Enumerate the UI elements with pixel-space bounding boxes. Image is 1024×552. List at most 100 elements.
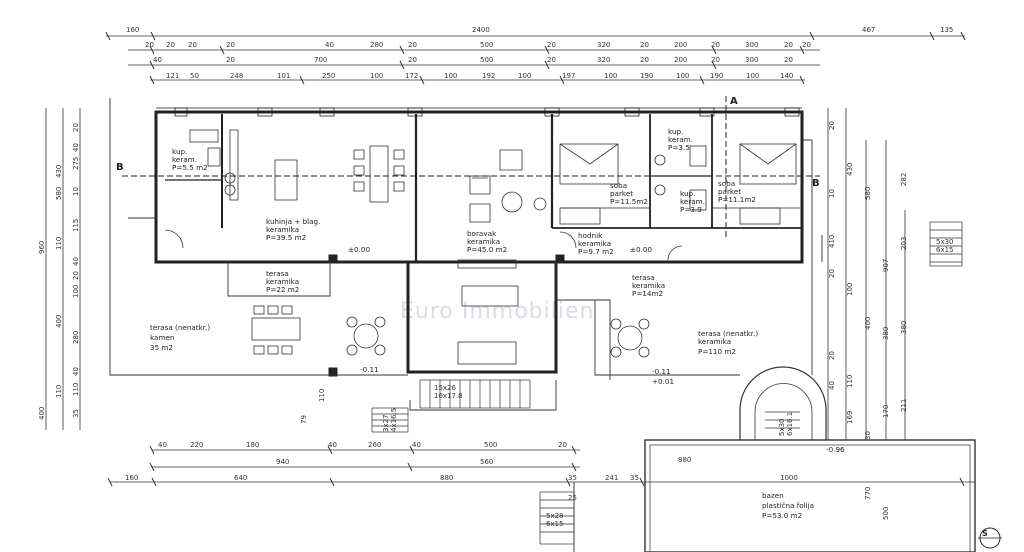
svg-text:20: 20 <box>226 56 235 64</box>
svg-text:30: 30 <box>864 431 872 440</box>
svg-text:320: 320 <box>597 56 610 64</box>
svg-text:35 m2: 35 m2 <box>150 343 173 352</box>
svg-text:terasa (nenatkr.): terasa (nenatkr.) <box>150 323 210 332</box>
room-label-terrace-4: terasa (nenatkr.) keramika P=110 m2 <box>698 329 758 356</box>
svg-text:560: 560 <box>480 458 493 466</box>
svg-text:40: 40 <box>828 381 836 390</box>
svg-text:20: 20 <box>802 41 811 49</box>
level-markers: ±0.00 ±0.00 -0.11 -0.11 +0.01 -0.96 <box>348 245 845 454</box>
svg-text:160: 160 <box>125 474 138 482</box>
svg-text:500: 500 <box>882 507 890 520</box>
svg-text:40: 40 <box>153 56 162 64</box>
svg-text:960: 960 <box>38 241 46 254</box>
bottom-dimension-labels: 40 220 180 40 260 40 500 20 940 560 160 … <box>125 389 798 502</box>
svg-text:B: B <box>812 178 820 189</box>
svg-text:P=3.9: P=3.9 <box>680 205 702 214</box>
svg-text:P=11.1m2: P=11.1m2 <box>718 195 756 204</box>
svg-text:100: 100 <box>746 72 759 80</box>
svg-text:P=53.0 m2: P=53.0 m2 <box>762 511 802 520</box>
svg-text:keram.: keram. <box>668 135 693 144</box>
room-label-kitchen: kuhinja + blag. keramika P=39.5 m2 <box>266 217 320 242</box>
svg-text:P=45.0 m2: P=45.0 m2 <box>467 245 507 254</box>
svg-text:380: 380 <box>900 321 908 334</box>
svg-text:kup.: kup. <box>668 127 683 136</box>
svg-text:P=5.5 m2: P=5.5 m2 <box>172 163 208 172</box>
svg-text:190: 190 <box>710 72 723 80</box>
svg-text:135: 135 <box>940 26 953 34</box>
svg-text:200: 200 <box>674 56 687 64</box>
svg-text:248: 248 <box>230 72 243 80</box>
svg-text:500: 500 <box>484 441 497 449</box>
svg-text:430: 430 <box>55 165 63 178</box>
svg-text:20: 20 <box>828 351 836 360</box>
svg-text:20: 20 <box>828 121 836 130</box>
room-label-hallway: hodnik keramika P=9.7 m2 <box>578 231 614 256</box>
svg-text:100: 100 <box>444 72 457 80</box>
svg-text:20: 20 <box>711 41 720 49</box>
svg-text:terasa: terasa <box>632 273 655 282</box>
svg-text:6x15: 6x15 <box>936 246 954 254</box>
svg-text:5x30: 5x30 <box>936 238 954 246</box>
svg-text:keramika: keramika <box>266 277 299 286</box>
section-marks: B B A <box>116 96 820 189</box>
svg-text:100: 100 <box>518 72 531 80</box>
svg-text:880: 880 <box>678 456 691 464</box>
svg-text:280: 280 <box>72 331 80 344</box>
svg-text:20: 20 <box>784 56 793 64</box>
svg-text:110: 110 <box>55 385 63 398</box>
svg-text:hodnik: hodnik <box>578 231 603 240</box>
svg-text:40: 40 <box>72 367 80 376</box>
terrace-outlines <box>109 98 976 552</box>
svg-text:B: B <box>116 162 124 173</box>
svg-text:410: 410 <box>828 235 836 248</box>
svg-text:100: 100 <box>846 283 854 296</box>
svg-text:172: 172 <box>405 72 418 80</box>
svg-text:20: 20 <box>558 441 567 449</box>
dimension-ticks <box>105 31 966 487</box>
svg-text:-0.96: -0.96 <box>826 445 845 454</box>
svg-text:40: 40 <box>328 441 337 449</box>
svg-text:467: 467 <box>862 26 875 34</box>
svg-text:bazen: bazen <box>762 491 784 500</box>
top-dimension-labels: 160 2400 467 135 20 20 20 20 40 280 20 5… <box>126 26 953 80</box>
svg-text:kup.: kup. <box>680 189 695 198</box>
svg-text:plastična folija: plastična folija <box>762 501 814 510</box>
svg-text:20: 20 <box>72 271 80 280</box>
svg-text:300: 300 <box>745 41 758 49</box>
room-label-bathroom-2: kup. keram. P=3.5 <box>668 127 693 152</box>
svg-text:10: 10 <box>72 187 80 196</box>
stair-labels: 15x26 16x17.8 3x27 4x16.5 5x30 6x15 5x30… <box>382 238 954 528</box>
svg-text:192: 192 <box>482 72 495 80</box>
section-lines <box>122 96 820 240</box>
svg-text:5x28: 5x28 <box>546 512 564 520</box>
svg-text:20: 20 <box>547 56 556 64</box>
svg-text:40: 40 <box>72 143 80 152</box>
room-label-terrace-3: terasa keramika P=14m2 <box>632 273 665 298</box>
svg-text:-0.11: -0.11 <box>652 367 671 376</box>
svg-text:211: 211 <box>900 399 908 412</box>
svg-text:soba: soba <box>610 181 627 190</box>
svg-text:280: 280 <box>370 41 383 49</box>
svg-text:keram.: keram. <box>680 197 705 206</box>
svg-text:S: S <box>982 529 988 538</box>
svg-text:20: 20 <box>145 41 154 49</box>
svg-text:P=3.5: P=3.5 <box>668 143 690 152</box>
svg-text:400: 400 <box>38 407 46 420</box>
svg-text:1000: 1000 <box>780 474 798 482</box>
svg-text:20: 20 <box>166 41 175 49</box>
svg-text:160: 160 <box>126 26 139 34</box>
svg-text:190: 190 <box>640 72 653 80</box>
svg-text:170: 170 <box>882 405 890 418</box>
svg-text:P=22 m2: P=22 m2 <box>266 285 299 294</box>
svg-text:640: 640 <box>234 474 247 482</box>
svg-text:40: 40 <box>412 441 421 449</box>
room-labels: kup. keram. P=5.5 m2 kuhinja + blag. ker… <box>150 127 814 520</box>
svg-text:430: 430 <box>846 163 854 176</box>
svg-text:kuhinja + blag.: kuhinja + blag. <box>266 217 320 226</box>
svg-text:20: 20 <box>784 41 793 49</box>
svg-text:keramika: keramika <box>632 281 665 290</box>
svg-text:keramika: keramika <box>266 225 299 234</box>
svg-text:15x26: 15x26 <box>434 384 457 392</box>
svg-text:20: 20 <box>226 41 235 49</box>
